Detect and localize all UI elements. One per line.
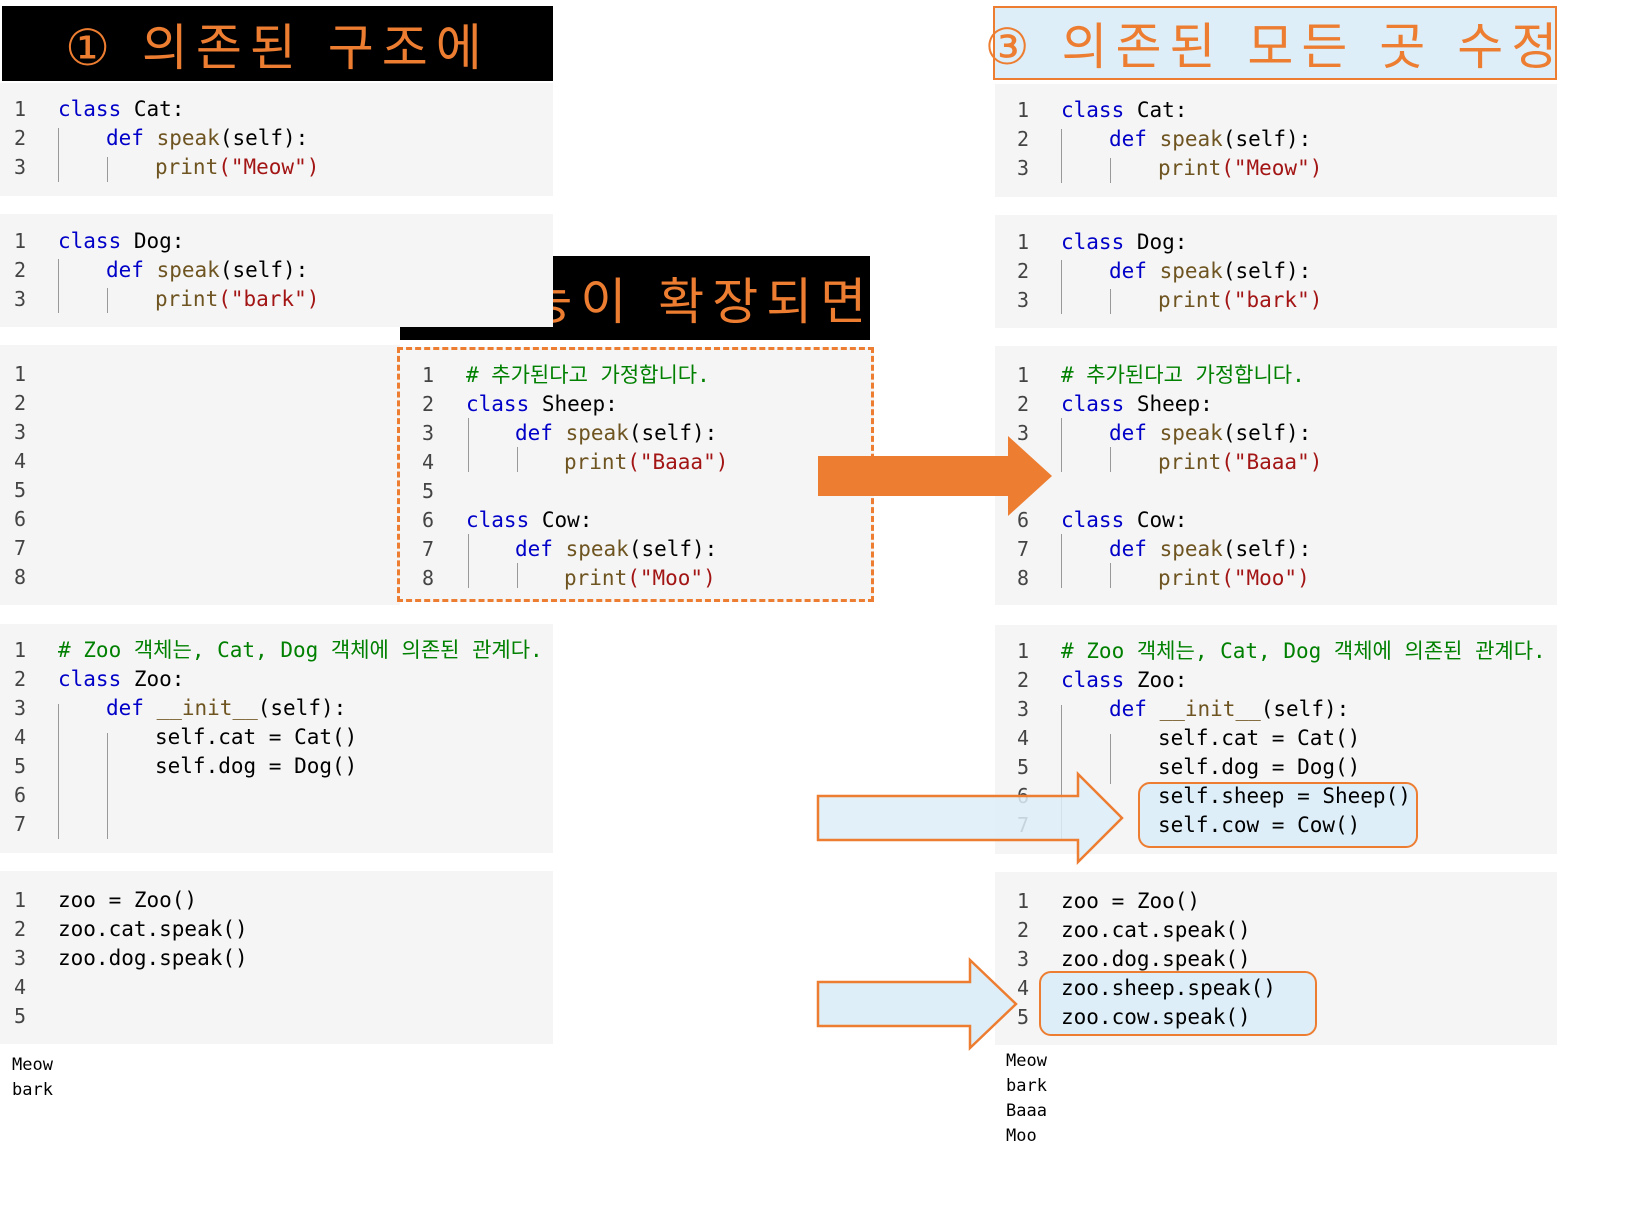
line-number: 7 [14, 536, 27, 560]
line-number: 4 [14, 449, 27, 473]
line-number: 8 [422, 566, 435, 590]
line-number: 2 [1017, 127, 1030, 151]
line-number: 6 [14, 783, 27, 807]
line-number: 7 [14, 812, 27, 836]
left-empty-code-cell: 1 2 3 4 5 6 7 8 [0, 345, 400, 605]
line-number: 1 [14, 888, 27, 912]
line-number: 3 [422, 421, 435, 445]
line-number: 6 [422, 508, 435, 532]
line-number: 3 [14, 155, 27, 179]
line-number: 1 [1017, 889, 1030, 913]
line-number: 5 [14, 478, 27, 502]
line-number: 3 [1017, 156, 1030, 180]
line-number: 2 [1017, 668, 1030, 692]
line-number: 2 [1017, 918, 1030, 942]
line-number: 3 [1017, 947, 1030, 971]
line-number: 1 [1017, 98, 1030, 122]
line-number: 4 [14, 975, 27, 999]
step3-title: ③ 의존된 모든 곳 수정 [985, 6, 1557, 80]
line-number: 2 [14, 667, 27, 691]
line-number: 8 [1017, 566, 1030, 590]
line-number: 3 [14, 420, 27, 444]
line-number: 1 [14, 97, 27, 121]
arrow-right-outline-icon [816, 770, 1124, 866]
line-number: 1 [1017, 230, 1030, 254]
line-number: 2 [1017, 259, 1030, 283]
line-number: 4 [1017, 726, 1030, 750]
line-number: 2 [14, 917, 27, 941]
right-output: Meow bark Baaa Moo [1006, 1051, 1047, 1146]
line-number: 7 [1017, 537, 1030, 561]
line-number: 3 [1017, 697, 1030, 721]
arrow-right-icon [818, 436, 1052, 516]
line-number: 3 [1017, 288, 1030, 312]
line-number: 3 [14, 696, 27, 720]
line-number: 1 [1017, 639, 1030, 663]
line-number: 4 [1017, 976, 1030, 1000]
added-attributes-highlight [1138, 782, 1418, 848]
line-number: 4 [14, 725, 27, 749]
line-number: 3 [14, 946, 27, 970]
line-number: 5 [422, 479, 435, 503]
line-number: 1 [1017, 363, 1030, 387]
line-number: 5 [1017, 755, 1030, 779]
line-number: 2 [1017, 392, 1030, 416]
line-number: 2 [14, 391, 27, 415]
line-number: 5 [1017, 1005, 1030, 1029]
line-number: 5 [14, 1004, 27, 1028]
line-number: 5 [14, 754, 27, 778]
line-number: 2 [14, 258, 27, 282]
line-number: 6 [14, 507, 27, 531]
line-number: 1 [422, 363, 435, 387]
line-number: 7 [422, 537, 435, 561]
line-number: 2 [14, 126, 27, 150]
line-number: 4 [422, 450, 435, 474]
line-number: 1 [14, 638, 27, 662]
line-number: 2 [422, 392, 435, 416]
line-number: 3 [14, 287, 27, 311]
line-number: 1 [14, 229, 27, 253]
line-number: 8 [14, 565, 27, 589]
line-number: 6 [1017, 508, 1030, 532]
left-output: Meow bark [12, 1055, 53, 1100]
step1-title: ① 의존된 구조에 [2, 6, 553, 81]
arrow-right-outline-icon [816, 957, 1018, 1051]
line-number: 3 [1017, 421, 1030, 445]
added-calls-highlight [1039, 971, 1317, 1036]
line-number: 1 [14, 362, 27, 386]
